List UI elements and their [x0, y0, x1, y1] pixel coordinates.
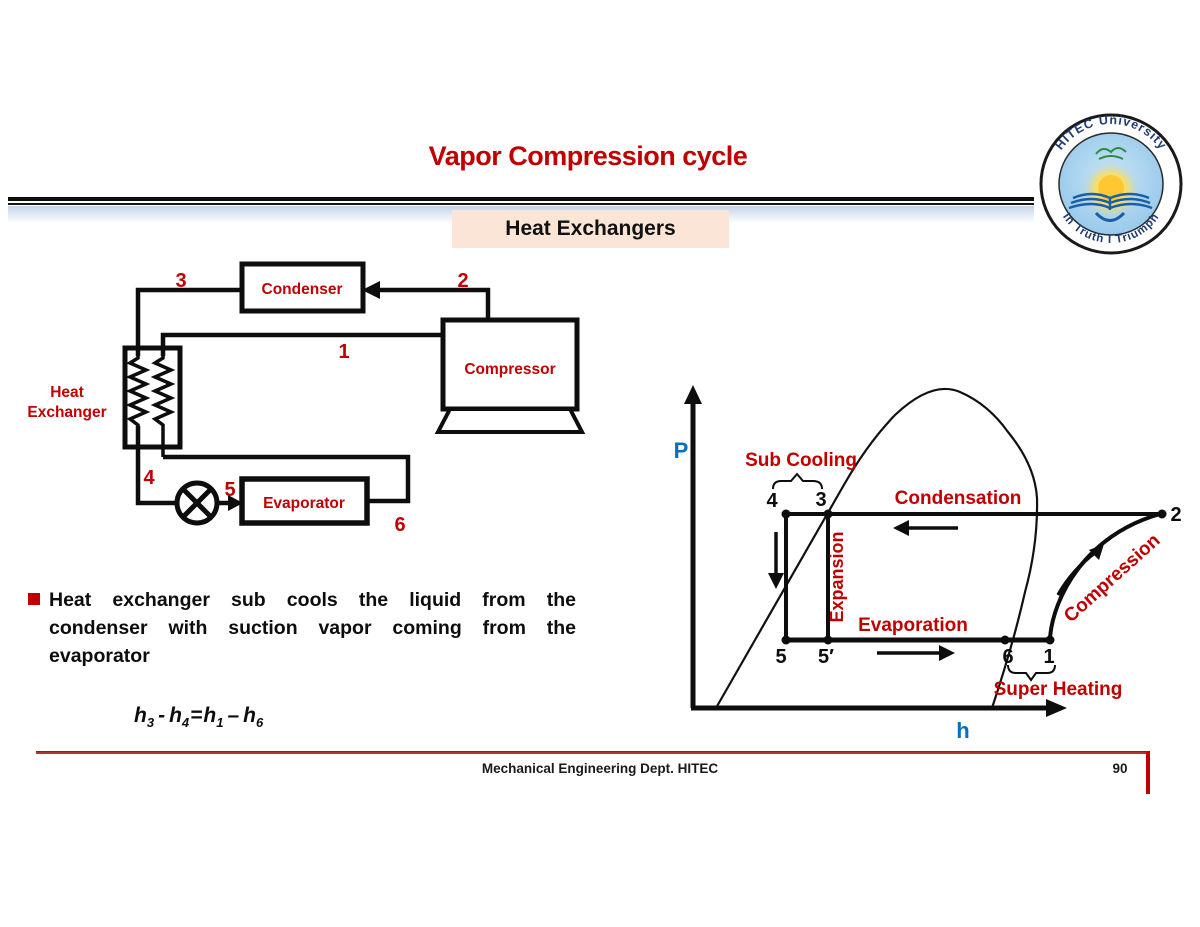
condensation-label: Condensation — [895, 488, 1022, 509]
hx-coil-left — [125, 356, 151, 428]
formula-h1-sub: 1 — [216, 715, 224, 730]
compressor-base — [434, 407, 586, 434]
compression-arrowhead-icon — [1089, 544, 1104, 560]
bullet-line-3: evaporator — [49, 645, 150, 667]
state-point-3: 3 — [175, 270, 186, 292]
formula-h1-base: h — [203, 704, 217, 727]
arrow-into-evaporator-icon — [228, 495, 243, 511]
compression-arrow — [1056, 550, 1098, 596]
compression-label: Compression — [1060, 530, 1164, 627]
pipe-2 — [376, 287, 491, 321]
pipe-3 — [135, 287, 242, 356]
state-dots — [781, 509, 1167, 645]
enthalpy-formula: h3-h4=h1–h6 — [134, 704, 263, 730]
compressor-label: Compressor — [464, 361, 555, 378]
hx-coil-right — [150, 356, 176, 457]
heat-exchanger-box — [122, 345, 183, 450]
evaporator-label: Evaporator — [263, 495, 345, 512]
super-heating-label: Super Heating — [994, 679, 1123, 700]
state-point-4: 4 — [143, 467, 155, 489]
sub-cooling-label: Sub Cooling — [745, 450, 857, 471]
ph-point-1: 1 — [1043, 646, 1054, 668]
ph-diagram: Sub Cooling Condensation Evaporation Sup… — [674, 385, 1182, 743]
section-heading: Heat Exchangers — [452, 210, 729, 248]
ph-point-2: 2 — [1170, 504, 1181, 526]
x-axis-arrow-icon — [1046, 699, 1067, 717]
saturation-dome-curve — [715, 387, 1039, 709]
sub-cooling-brace — [772, 472, 823, 490]
pipe-1 — [160, 332, 443, 356]
formula-h6-base: h — [243, 704, 256, 727]
ph-point-5: 5 — [775, 646, 786, 668]
expansion-valve-cross — [181, 487, 213, 519]
evaporator-box — [239, 476, 370, 526]
evaporation-arrowhead-icon — [939, 645, 955, 661]
formula-h3-base: h — [134, 704, 147, 727]
formula-minus-1: - — [158, 704, 166, 727]
y-axis-arrow-icon — [684, 385, 702, 404]
footer-divider-line — [36, 751, 1150, 754]
page-number: 90 — [1112, 761, 1128, 776]
formula-h4-base: h — [169, 704, 182, 727]
heat-exchanger-label-line2: Exchanger — [27, 404, 106, 421]
bullet-icon — [28, 593, 40, 605]
footer-department: Mechanical Engineering Dept. HITEC — [481, 761, 719, 776]
ph-point-6: 6 — [1002, 646, 1013, 668]
heat-exchanger-label-line1: Heat — [50, 384, 84, 401]
condensation-arrowhead-icon — [893, 520, 909, 536]
open-book-icon — [1068, 192, 1153, 222]
ph-point-4: 4 — [766, 490, 778, 512]
bullet-paragraph: Heat exchanger sub cools the liquid from… — [28, 586, 576, 670]
y-axis-label: P — [674, 438, 689, 463]
university-logo: HITEC University In Truth I Triumph — [1039, 113, 1183, 255]
formula-equals: = — [190, 704, 203, 727]
formula-h4-sub: 4 — [181, 715, 190, 730]
state-point-6: 6 — [394, 514, 405, 536]
bullet-line-2: condenser with suction vapor coming from… — [49, 617, 576, 639]
arrow-into-condenser-icon — [362, 281, 380, 299]
ph-point-5p: 5′ — [818, 646, 834, 668]
state-point-2: 2 — [457, 270, 468, 292]
state-point-5: 5 — [224, 479, 235, 501]
pipe-4 — [135, 426, 176, 506]
pipe-6 — [163, 454, 411, 504]
title-divider-line — [8, 197, 1034, 206]
formula-h6-sub: 6 — [255, 715, 264, 730]
expansion-label: Expansion — [827, 531, 847, 622]
footer-right-accent-line — [1146, 751, 1150, 794]
formula-minus-2: – — [227, 704, 240, 727]
state-point-1: 1 — [338, 341, 349, 363]
super-heating-brace — [1007, 664, 1056, 682]
condenser-label: Condenser — [262, 281, 343, 298]
formula-h3-sub: 3 — [146, 715, 155, 730]
calligraphy-icon — [1095, 147, 1127, 160]
expansion-arrowhead-icon — [768, 573, 784, 589]
page-title: Vapor Compression cycle — [428, 141, 748, 171]
ph-point-3: 3 — [815, 489, 826, 511]
evaporation-label: Evaporation — [858, 615, 968, 636]
bullet-line-1: Heat exchanger sub cools the liquid from… — [49, 589, 576, 611]
condenser-box — [239, 261, 366, 314]
x-axis-label: h — [956, 718, 969, 743]
cycle-schematic-diagram: Condenser Compressor Evaporator Heat Exc… — [27, 261, 586, 536]
compressor-box — [440, 317, 580, 412]
